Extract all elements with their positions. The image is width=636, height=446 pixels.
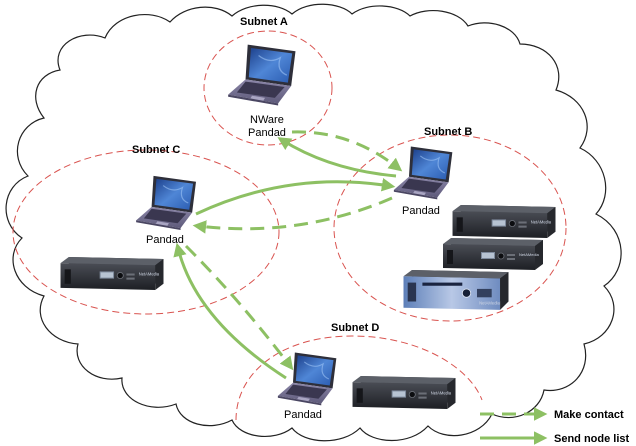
subnet-b-boundary xyxy=(333,134,567,322)
server-icon-b2 xyxy=(442,238,544,271)
subnet-d-boundary xyxy=(235,335,483,421)
node-b-label: Pandad xyxy=(402,205,440,217)
subnet-a-boundary xyxy=(203,30,333,146)
node-d-label: Pandad xyxy=(284,409,322,421)
subnet-d-title: Subnet D xyxy=(331,322,379,334)
node-a-label-line1: NWare xyxy=(250,114,284,126)
legend: Make contact Send node list xyxy=(480,407,630,445)
cloud-outline xyxy=(5,3,622,442)
subnet-a-title: Subnet A xyxy=(240,16,288,28)
subnet-b-title: Subnet B xyxy=(424,126,472,138)
make-contact-arrow-a-to-b xyxy=(291,130,403,172)
send-node-list-arrow-c-to-b xyxy=(195,178,396,216)
make-contact-arrow-c-to-d xyxy=(184,244,294,371)
node-a-label-line2: Pandad xyxy=(248,127,286,139)
send-node-list-arrow-d-to-c xyxy=(173,242,287,380)
legend-send-node-list-label: Send node list xyxy=(554,433,630,445)
server-icon-c1 xyxy=(60,257,164,291)
server-icon-b3 xyxy=(402,270,510,311)
subnet-c-title: Subnet C xyxy=(132,144,180,156)
server-icon-d1 xyxy=(352,376,456,410)
make-contact-arrow-b-to-c xyxy=(192,196,393,234)
subnet-c-boundary xyxy=(12,149,280,315)
send-node-list-arrow-b-to-a xyxy=(277,137,397,178)
node-c-label: Pandad xyxy=(146,234,184,246)
server-icon-b1 xyxy=(452,205,556,239)
legend-make-contact-label: Make contact xyxy=(554,409,624,421)
